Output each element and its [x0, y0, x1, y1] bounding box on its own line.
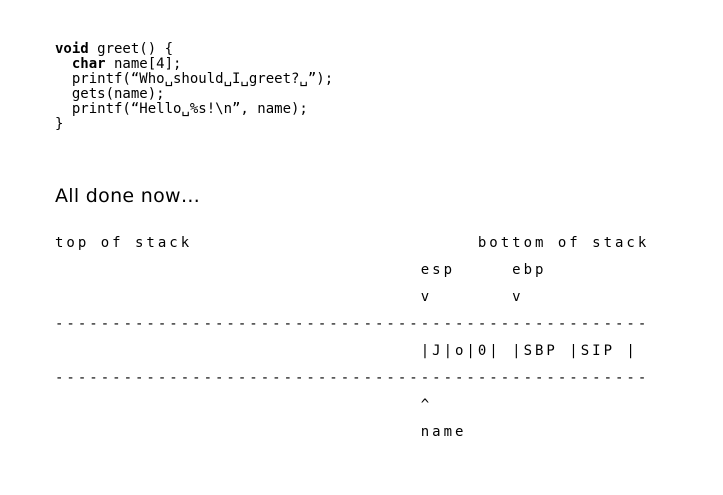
keyword-void: void [55, 41, 89, 57]
diagram-stack-contents: |J|o|0| |SBP |SIP | [55, 343, 638, 359]
caption-all-done: All done now… [55, 185, 201, 207]
code-text: name[4]; [105, 56, 182, 72]
diagram-register-pointers: v v [55, 289, 524, 305]
diagram-stack-ends-labels: top of stack bottom of stack [55, 235, 650, 251]
code-indent [55, 56, 72, 72]
code-line-6: } [55, 116, 64, 132]
stack-diagram: top of stack bottom of stack esp ebp v v… [55, 230, 723, 446]
diagram-register-labels: esp ebp [55, 262, 547, 278]
diagram-name-pointer: ^ [55, 397, 433, 413]
code-block: void greet() { char name[4]; printf(“Who… [55, 42, 723, 132]
code-text: greet() { [88, 41, 174, 57]
code-line-5: printf(“Hello␣%s!\n”, name); [55, 101, 308, 117]
diagram-divider-top: ----------------------------------------… [55, 316, 650, 332]
diagram-name-label: name [55, 424, 467, 440]
code-line-4: gets(name); [55, 86, 165, 102]
code-line-1: void greet() { [55, 42, 723, 57]
keyword-char: char [71, 56, 106, 72]
diagram-divider-bottom: ----------------------------------------… [55, 370, 650, 386]
code-line-2: char name[4]; [55, 57, 723, 72]
code-line-3: printf(“Who␣should␣I␣greet?␣”); [55, 71, 334, 87]
